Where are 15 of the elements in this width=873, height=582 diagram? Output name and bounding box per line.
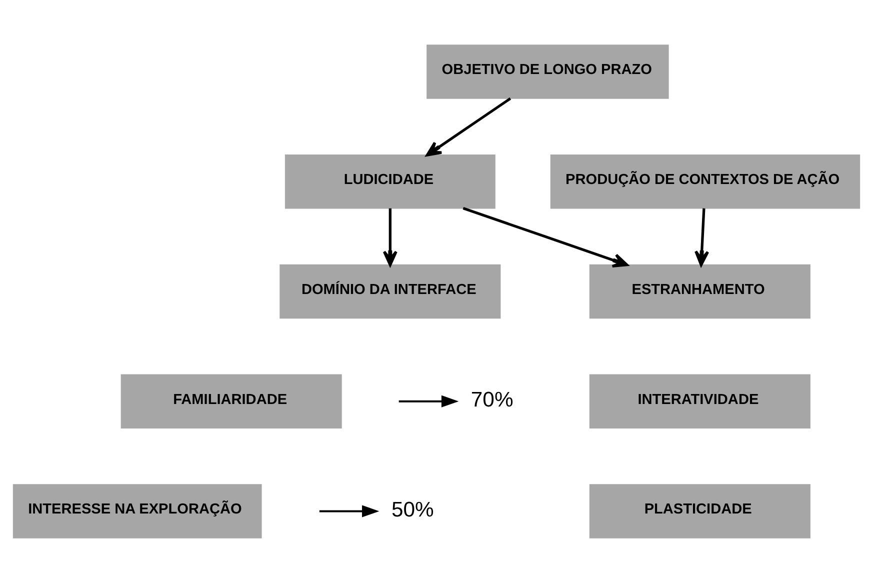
arrow bbox=[426, 96, 512, 156]
arrow bbox=[382, 208, 398, 266]
legend-label: 50% bbox=[392, 498, 434, 521]
node-box: LUDICIDADE bbox=[284, 154, 496, 208]
node-box: OBJETIVO DE LONGO PRAZO bbox=[426, 44, 669, 98]
node-box: PLASTICIDADE bbox=[589, 484, 810, 538]
legend-label: 70% bbox=[470, 388, 514, 411]
node-box: INTERESSE NA EXPLORAÇÃO bbox=[12, 484, 262, 538]
node-box: ESTRANHAMENTO bbox=[589, 264, 810, 318]
node-box: DOMÍNIO DA INTERFACE bbox=[280, 264, 501, 318]
node-box: FAMILIARIDADE bbox=[120, 374, 342, 428]
arrow bbox=[462, 206, 628, 268]
node-box: PRODUÇÃO DE CONTEXTOS DE AÇÃO bbox=[550, 154, 860, 208]
node-box: INTERATIVIDADE bbox=[589, 374, 810, 428]
arrow bbox=[694, 208, 710, 266]
